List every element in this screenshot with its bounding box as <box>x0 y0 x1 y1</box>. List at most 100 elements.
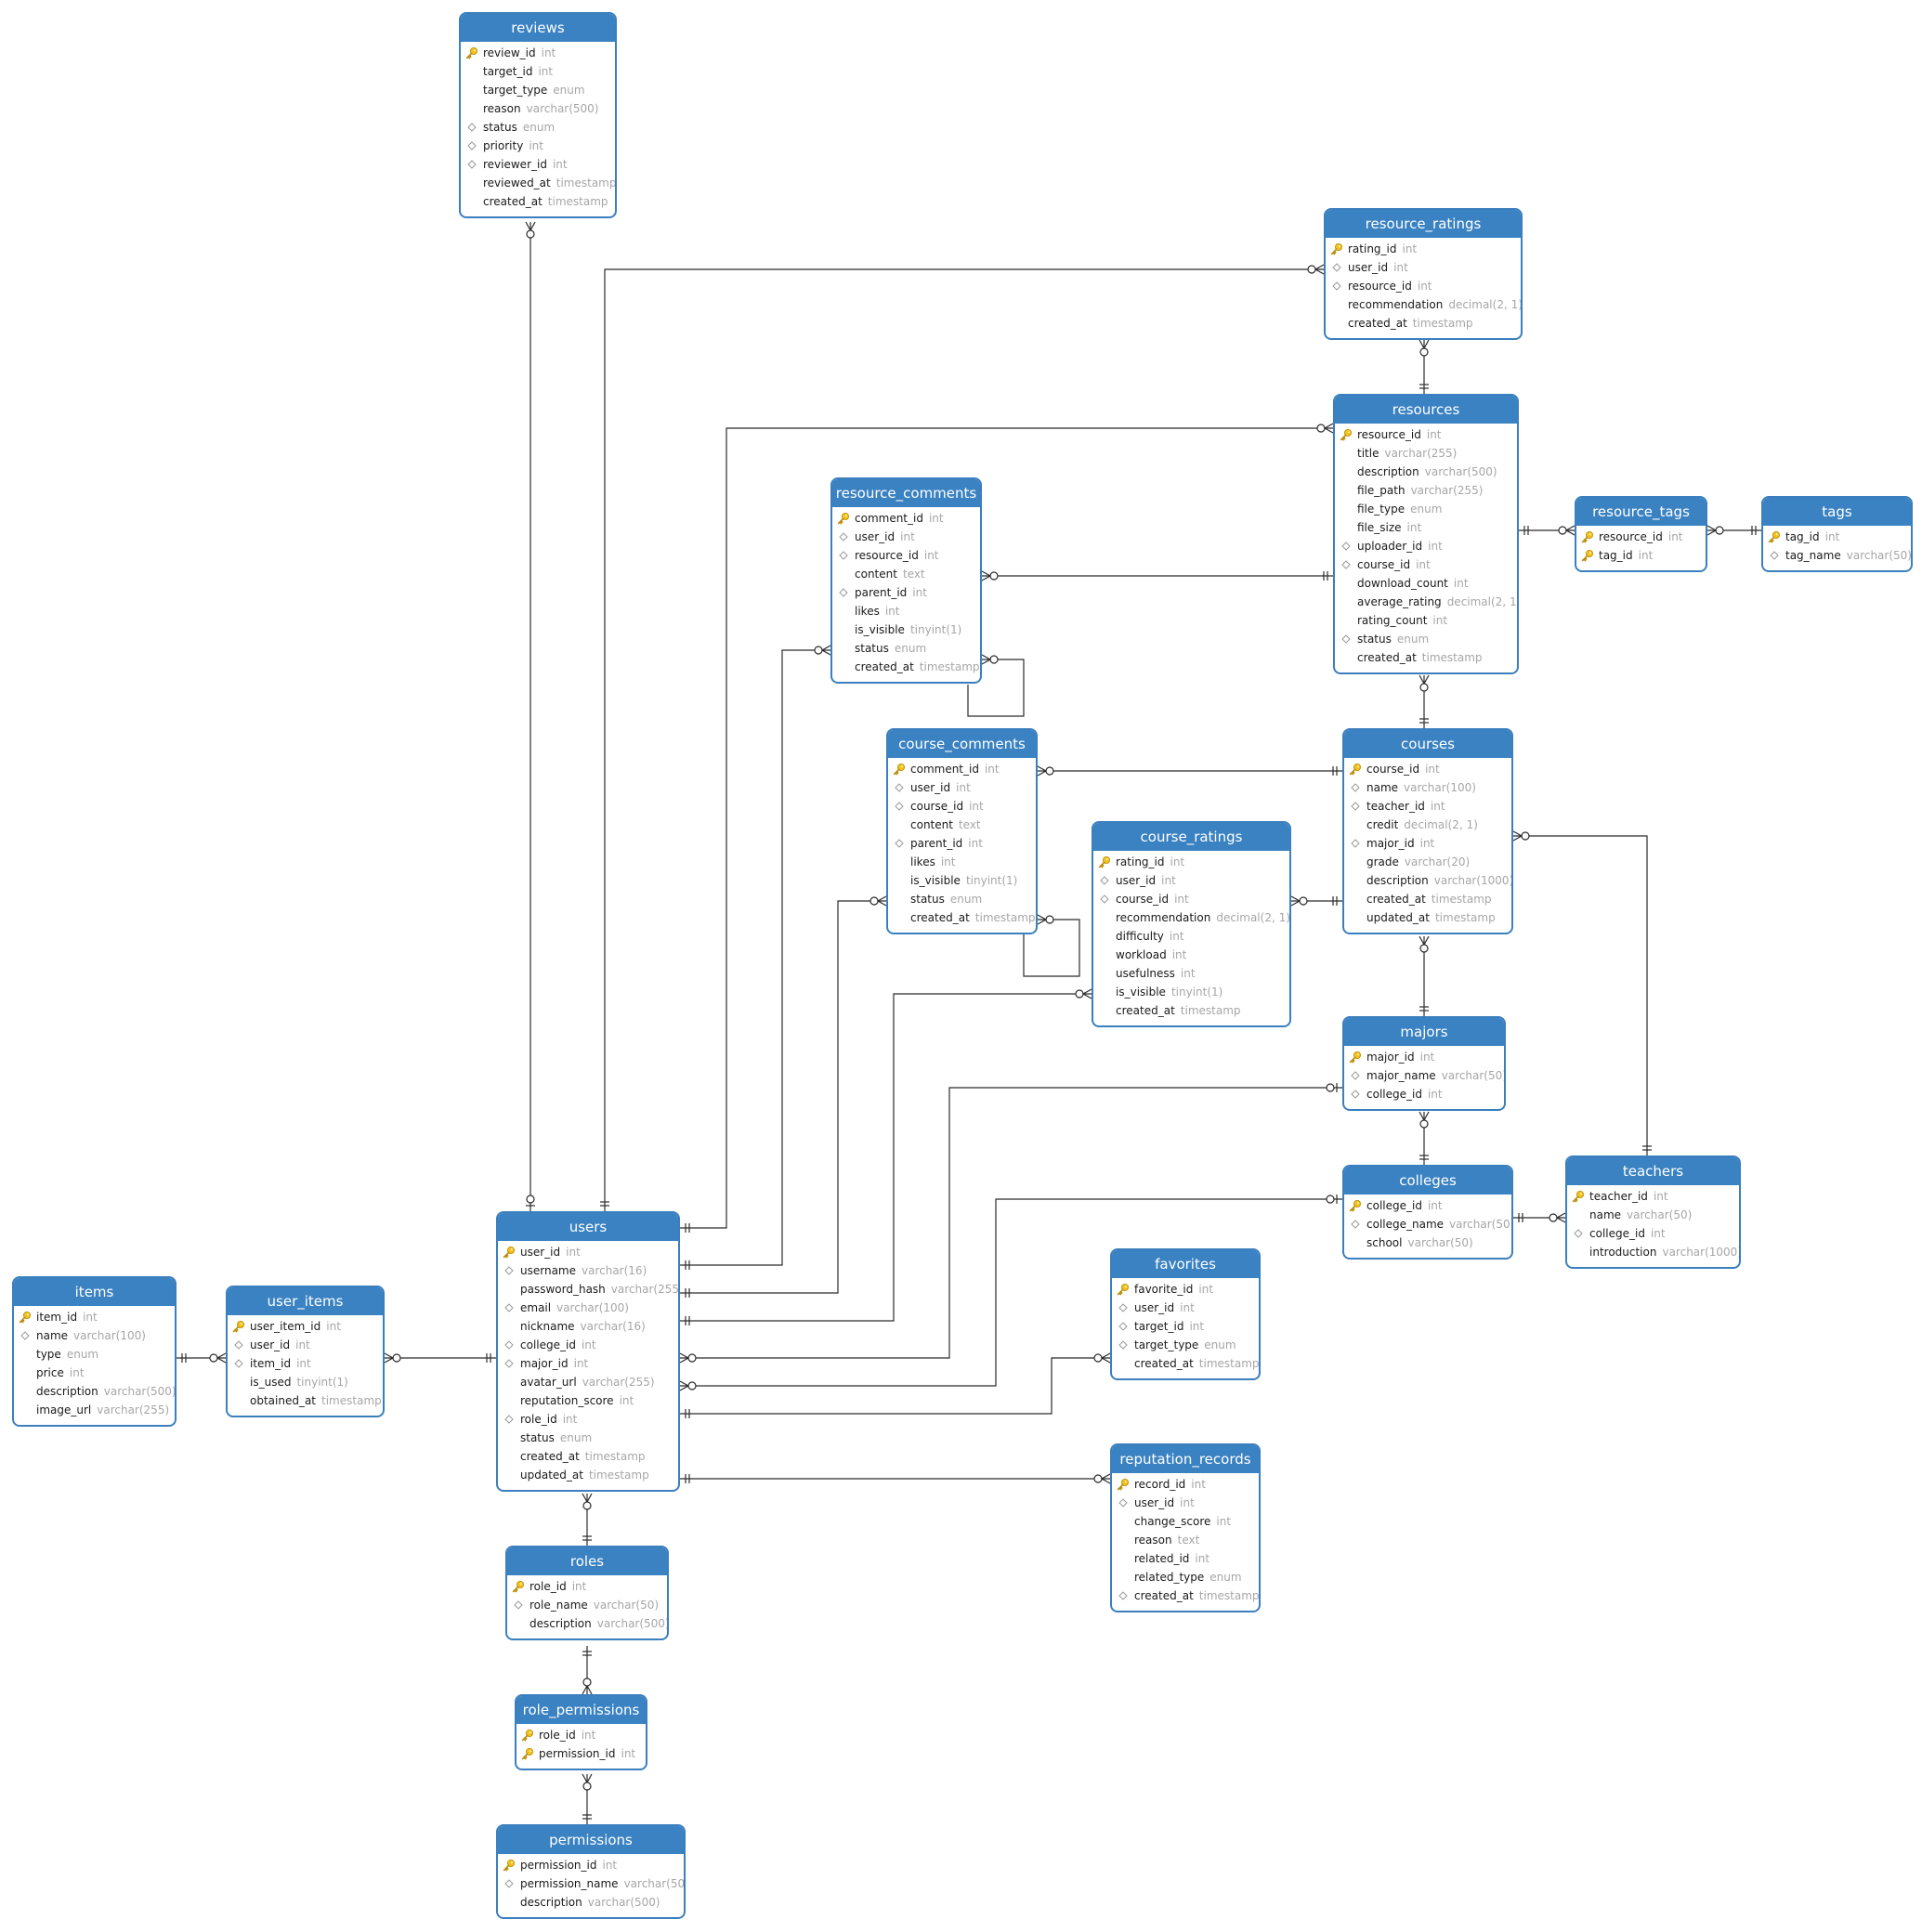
table-title[interactable]: resources <box>1335 396 1517 424</box>
table-title[interactable]: items <box>14 1278 175 1306</box>
table-title[interactable]: teachers <box>1567 1157 1739 1185</box>
table-title[interactable]: colleges <box>1344 1167 1511 1194</box>
table-title[interactable]: reputation_records <box>1112 1445 1259 1473</box>
table-title[interactable]: roles <box>507 1547 667 1575</box>
table-title[interactable]: resource_tags <box>1576 498 1706 526</box>
table-title[interactable]: role_permissions <box>516 1696 646 1724</box>
table-title[interactable]: user_items <box>228 1287 383 1315</box>
table-title[interactable]: majors <box>1344 1018 1504 1046</box>
table-title[interactable]: course_ratings <box>1093 823 1289 851</box>
table-title[interactable]: resource_comments <box>832 479 980 507</box>
table-title[interactable]: courses <box>1344 730 1511 758</box>
